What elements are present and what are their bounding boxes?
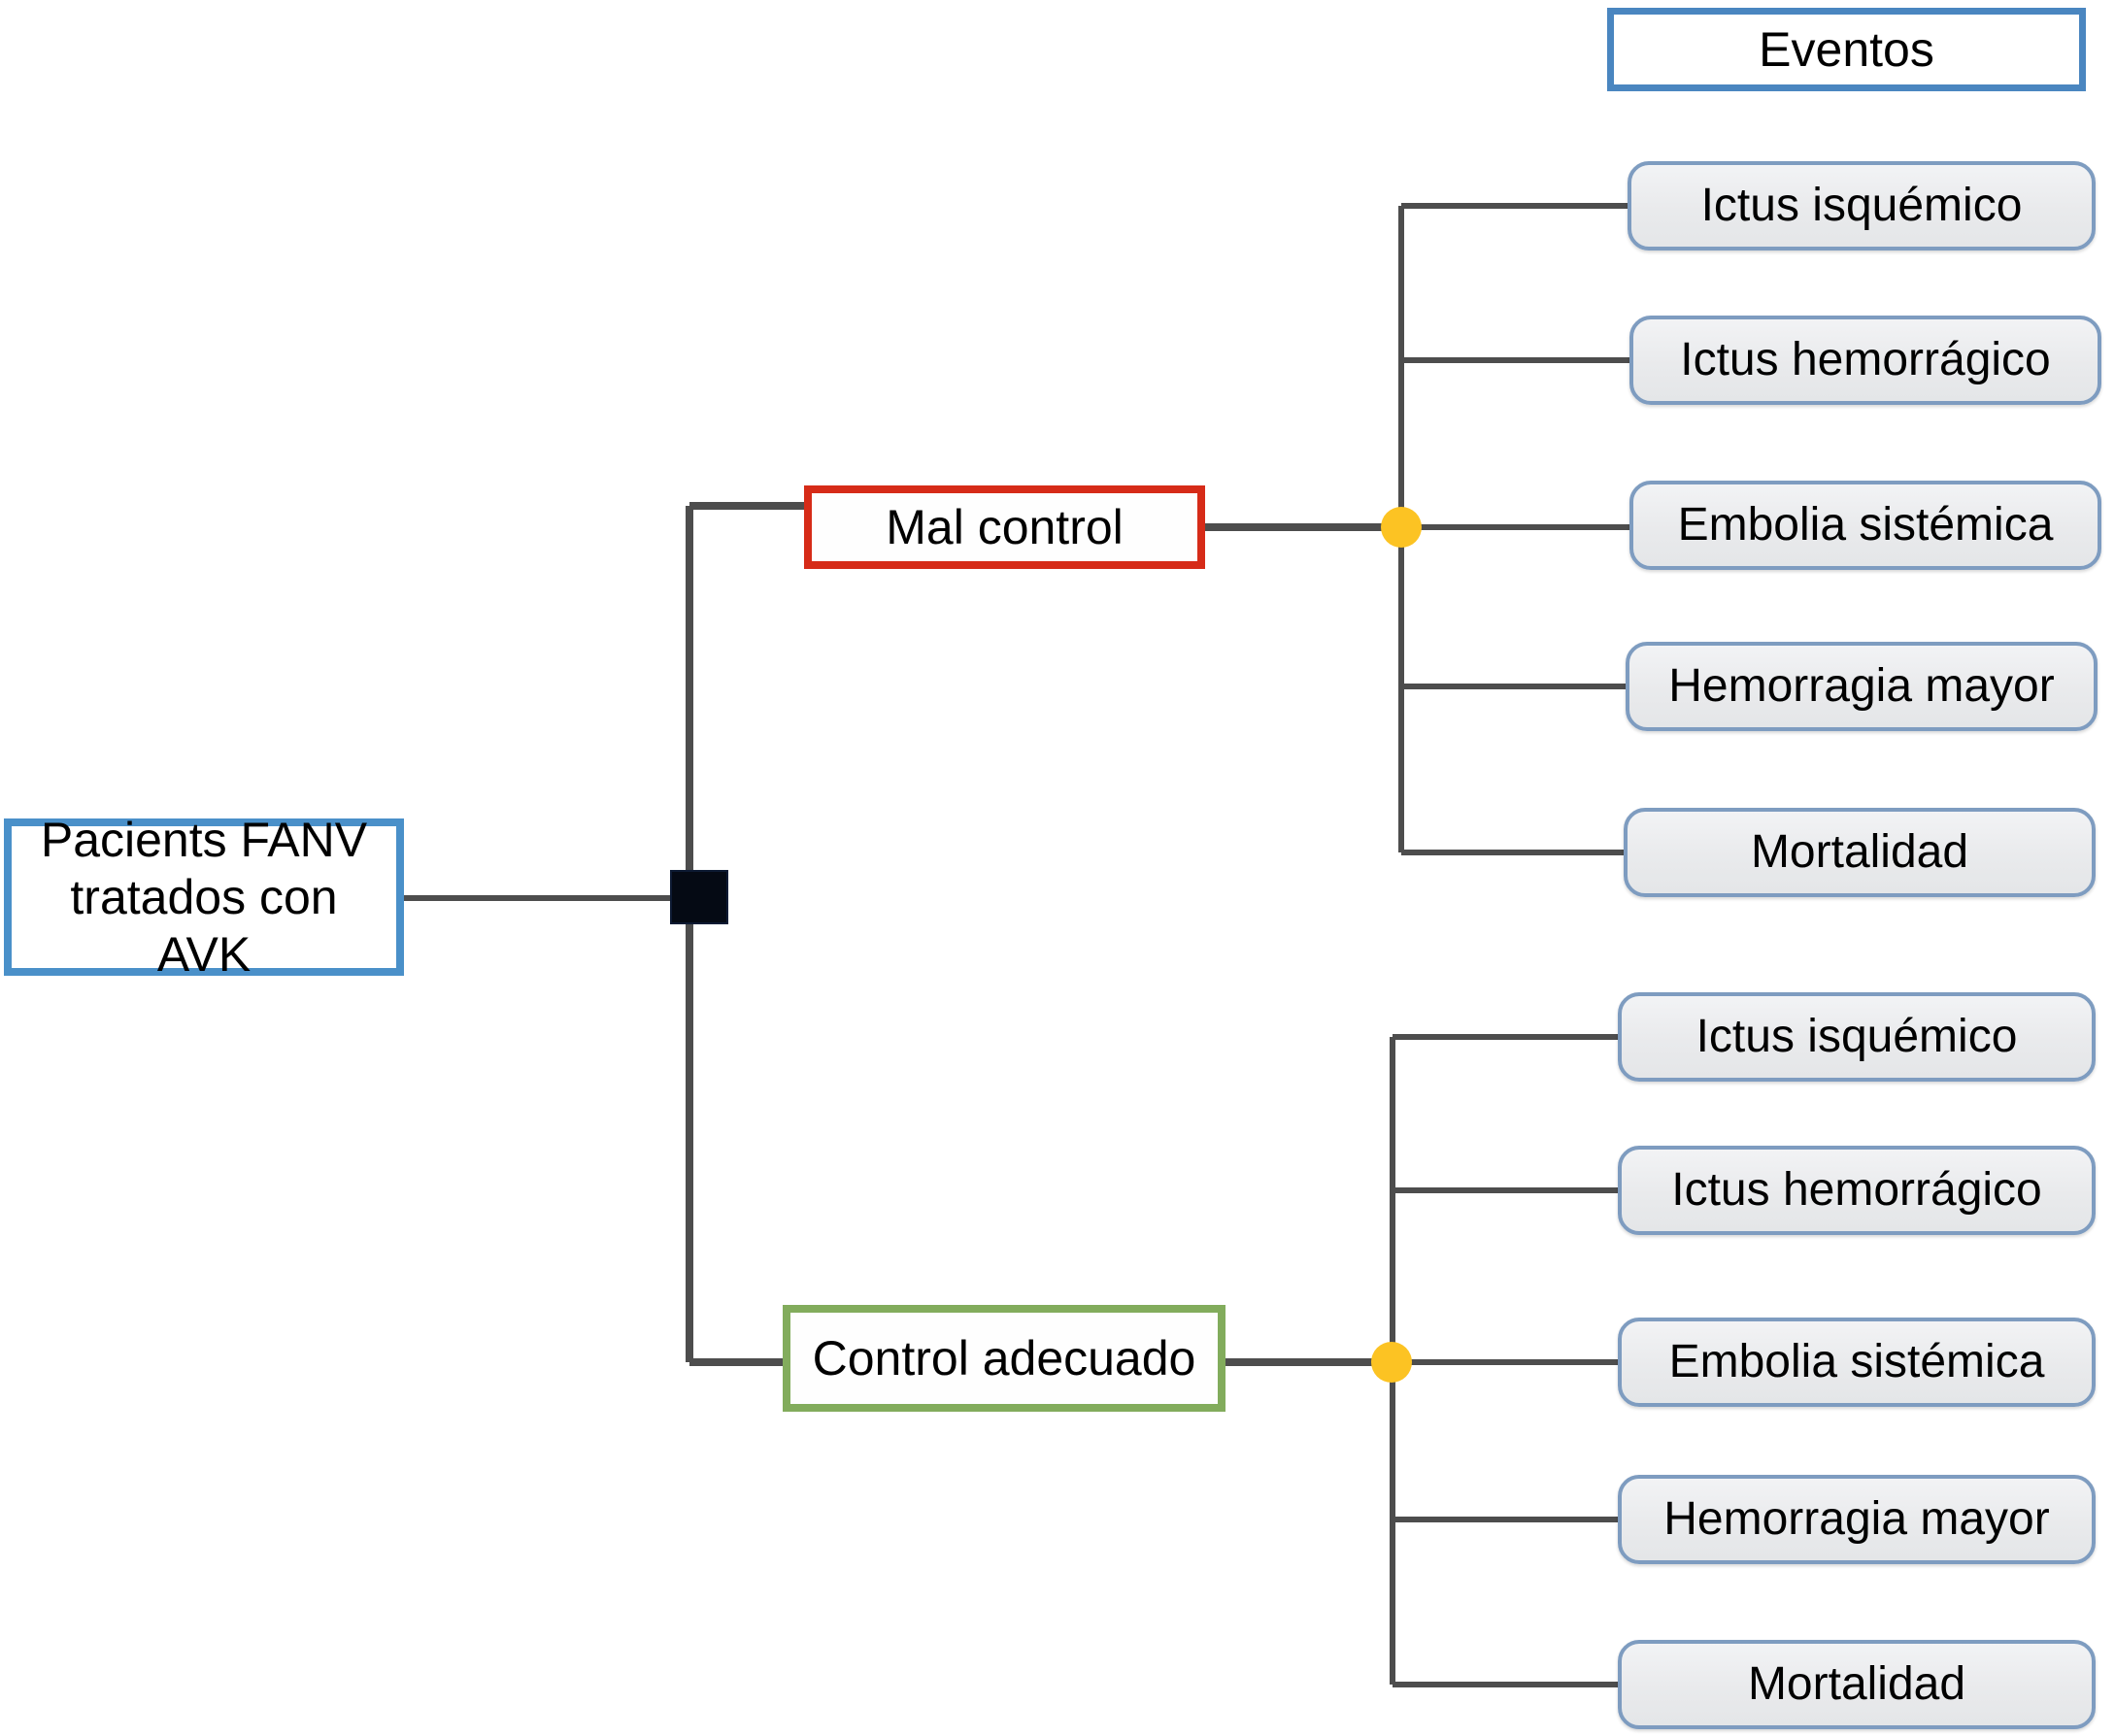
leaf-node-control-adecuado-ictus-hemorragico[interactable]: Ictus hemorrágico <box>1618 1146 2096 1235</box>
branch-node-mal-control-label: Mal control <box>886 499 1124 554</box>
leaf-node-mal-control-hemorragia-mayor[interactable]: Hemorragia mayor <box>1626 642 2098 731</box>
mal-control-junction-dot <box>1381 507 1422 548</box>
header-node-eventos[interactable]: Eventos <box>1607 8 2086 91</box>
leaf-label: Ictus hemorrágico <box>1680 333 2051 385</box>
leaf-node-control-adecuado-embolia-sistemica[interactable]: Embolia sistémica <box>1618 1318 2096 1407</box>
leaf-label: Ictus hemorrágico <box>1671 1163 2042 1216</box>
header-node-label: Eventos <box>1759 21 1934 77</box>
leaf-node-control-adecuado-mortalidad[interactable]: Mortalidad <box>1618 1640 2096 1729</box>
control-adecuado-junction-dot <box>1371 1342 1412 1383</box>
root-node-label: Pacients FANV tratados con AVK <box>40 812 368 982</box>
leaf-label: Embolia sistémica <box>1668 1335 2045 1387</box>
leaf-node-mal-control-ictus-isquemico[interactable]: Ictus isquémico <box>1628 161 2096 250</box>
leaf-node-mal-control-ictus-hemorragico[interactable]: Ictus hemorrágico <box>1629 316 2101 405</box>
leaf-node-mal-control-mortalidad[interactable]: Mortalidad <box>1624 808 2096 897</box>
leaf-node-control-adecuado-hemorragia-mayor[interactable]: Hemorragia mayor <box>1618 1475 2096 1564</box>
leaf-label: Hemorragia mayor <box>1668 659 2055 712</box>
leaf-label: Ictus isquémico <box>1695 1010 2018 1062</box>
leaf-label: Ictus isquémico <box>1700 179 2023 231</box>
leaf-node-mal-control-embolia-sistemica[interactable]: Embolia sistémica <box>1629 481 2101 570</box>
branch-node-control-adecuado[interactable]: Control adecuado <box>783 1305 1225 1412</box>
leaf-node-control-adecuado-ictus-isquemico[interactable]: Ictus isquémico <box>1618 992 2096 1082</box>
leaf-label: Mortalidad <box>1750 825 1969 878</box>
root-node-pacients-fanv[interactable]: Pacients FANV tratados con AVK <box>4 813 404 982</box>
branch-node-control-adecuado-label: Control adecuado <box>812 1330 1196 1385</box>
leaf-label: Mortalidad <box>1747 1657 1966 1710</box>
leaf-label: Embolia sistémica <box>1677 498 2054 551</box>
root-split-junction-square <box>670 870 728 924</box>
branch-node-mal-control[interactable]: Mal control <box>804 485 1205 569</box>
leaf-label: Hemorragia mayor <box>1663 1492 2050 1545</box>
